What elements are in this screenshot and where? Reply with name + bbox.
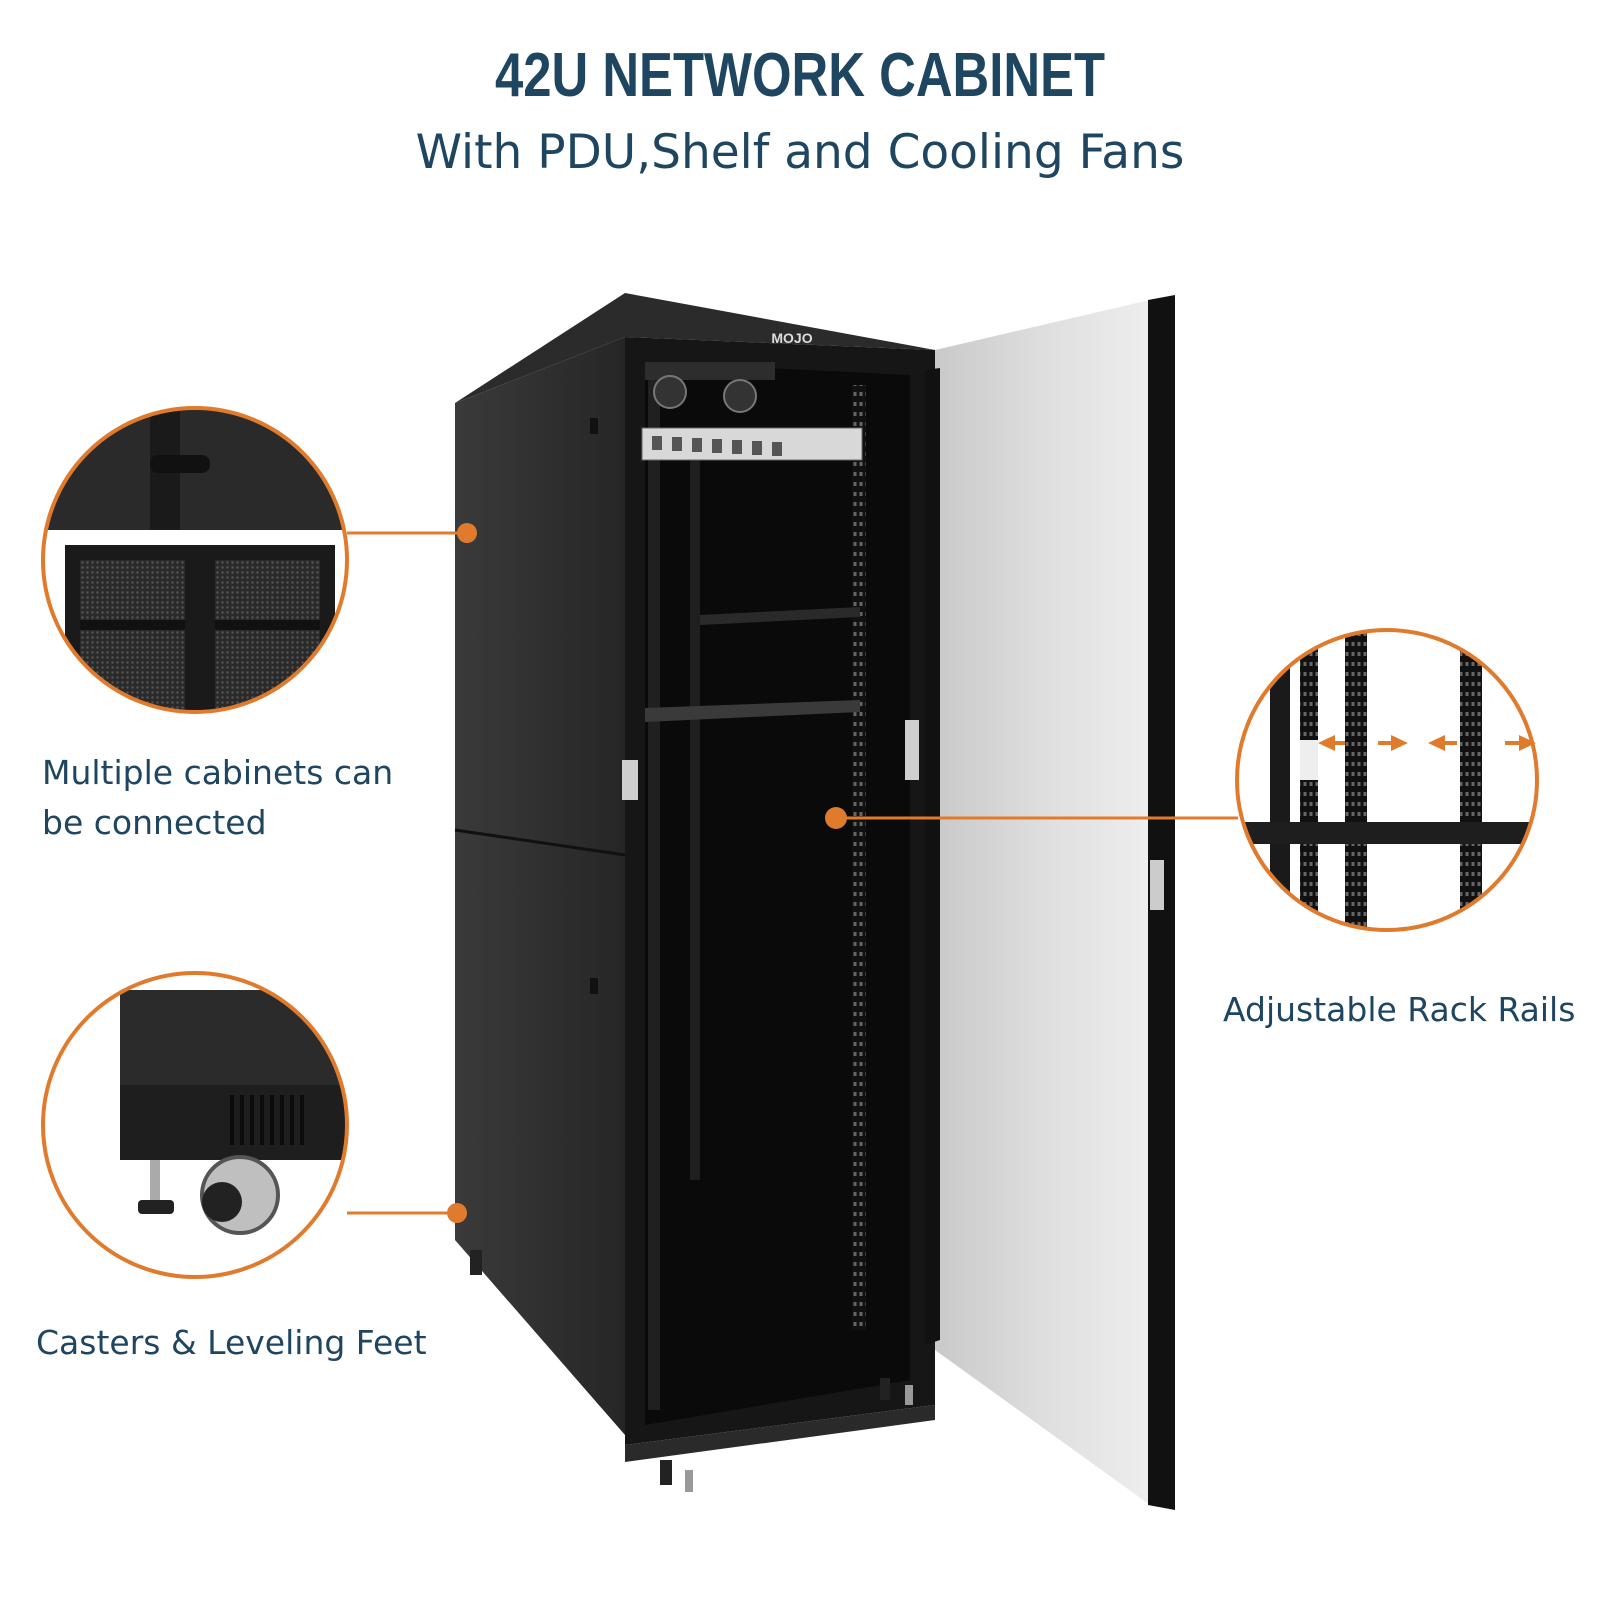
shelf [645,700,860,722]
label-casters: Casters & Leveling Feet [36,1323,427,1362]
leveling-foot-icon [138,1200,174,1214]
label-connected-line2: be connected [42,803,267,842]
callout-circle [41,971,349,1279]
fan-tray [645,362,775,380]
callout-circle [41,406,349,714]
brand-logo: MOJO [771,330,812,346]
callout-circle [1235,628,1539,932]
label-rack-rails: Adjustable Rack Rails [1223,990,1576,1029]
callout-dot [447,1203,467,1223]
cooling-fan-icon [723,379,757,413]
label-connected-line1: Multiple cabinets can [42,753,394,792]
cabinet-interior [645,362,910,1425]
cabinet-top [455,293,935,403]
callout-rack-rails [825,628,1539,932]
adjust-arrows-icon [1318,735,1536,751]
callout-casters [41,971,467,1279]
page-title: 42U NETWORK CABINET [494,41,1106,110]
callout-connected-cabinets [41,406,477,714]
door-lock-handle [1150,860,1164,910]
page-subtitle: With PDU,Shelf and Cooling Fans [415,125,1185,180]
callout-dot [825,807,847,829]
front-rack-rail [852,385,866,1330]
cabinet-side-panel [455,337,625,1435]
cabinet: MOJO [454,293,935,1492]
cooling-fan-icon [653,375,687,409]
glass-door [925,295,1175,1510]
callout-dot [457,523,477,543]
